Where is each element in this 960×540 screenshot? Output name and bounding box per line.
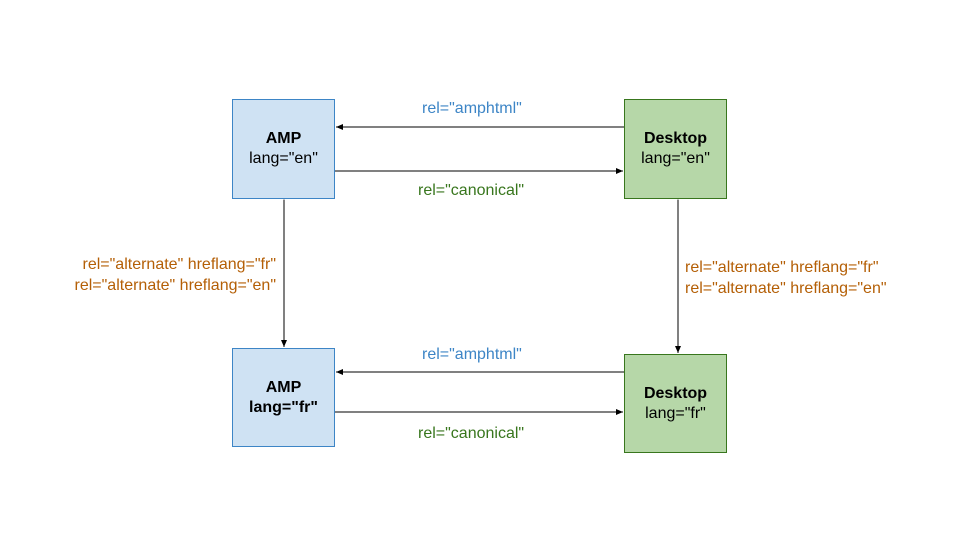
amp-en-node: AMP lang="en" [232, 99, 335, 199]
amp-fr-lang: lang="fr" [249, 398, 318, 416]
desktop-fr-lang: lang="fr" [645, 404, 706, 422]
amp-en-title: AMP [265, 130, 302, 147]
amp-alternate-line-1: rel="alternate" hreflang="fr" [82, 256, 277, 273]
desktop-alternate-line-2: rel="alternate" hreflang="en" [685, 280, 887, 297]
amp-en-lang: lang="en" [249, 150, 318, 167]
desktop-en-node: Desktop lang="en" [624, 99, 727, 199]
fr-amphtml-label: rel="amphtml" [422, 346, 522, 363]
amp-fr-node: AMP lang="fr" [232, 348, 335, 447]
amp-fr-title: AMP [265, 378, 302, 396]
desktop-alternate-label: rel="alternate" hreflang="fr" rel="alter… [685, 257, 887, 299]
desktop-fr-title: Desktop [643, 384, 708, 402]
desktop-en-title: Desktop [643, 130, 708, 147]
en-canonical-label: rel="canonical" [418, 182, 525, 199]
desktop-alternate-line-1: rel="alternate" hreflang="fr" [685, 259, 879, 276]
desktop-fr-node: Desktop lang="fr" [624, 354, 727, 453]
amp-alternate-label: rel="alternate" hreflang="fr" rel="alter… [30, 254, 276, 296]
amp-alternate-line-2: rel="alternate" hreflang="en" [74, 277, 276, 294]
en-amphtml-label: rel="amphtml" [422, 100, 522, 117]
fr-canonical-label: rel="canonical" [418, 425, 525, 442]
desktop-en-lang: lang="en" [641, 150, 710, 167]
